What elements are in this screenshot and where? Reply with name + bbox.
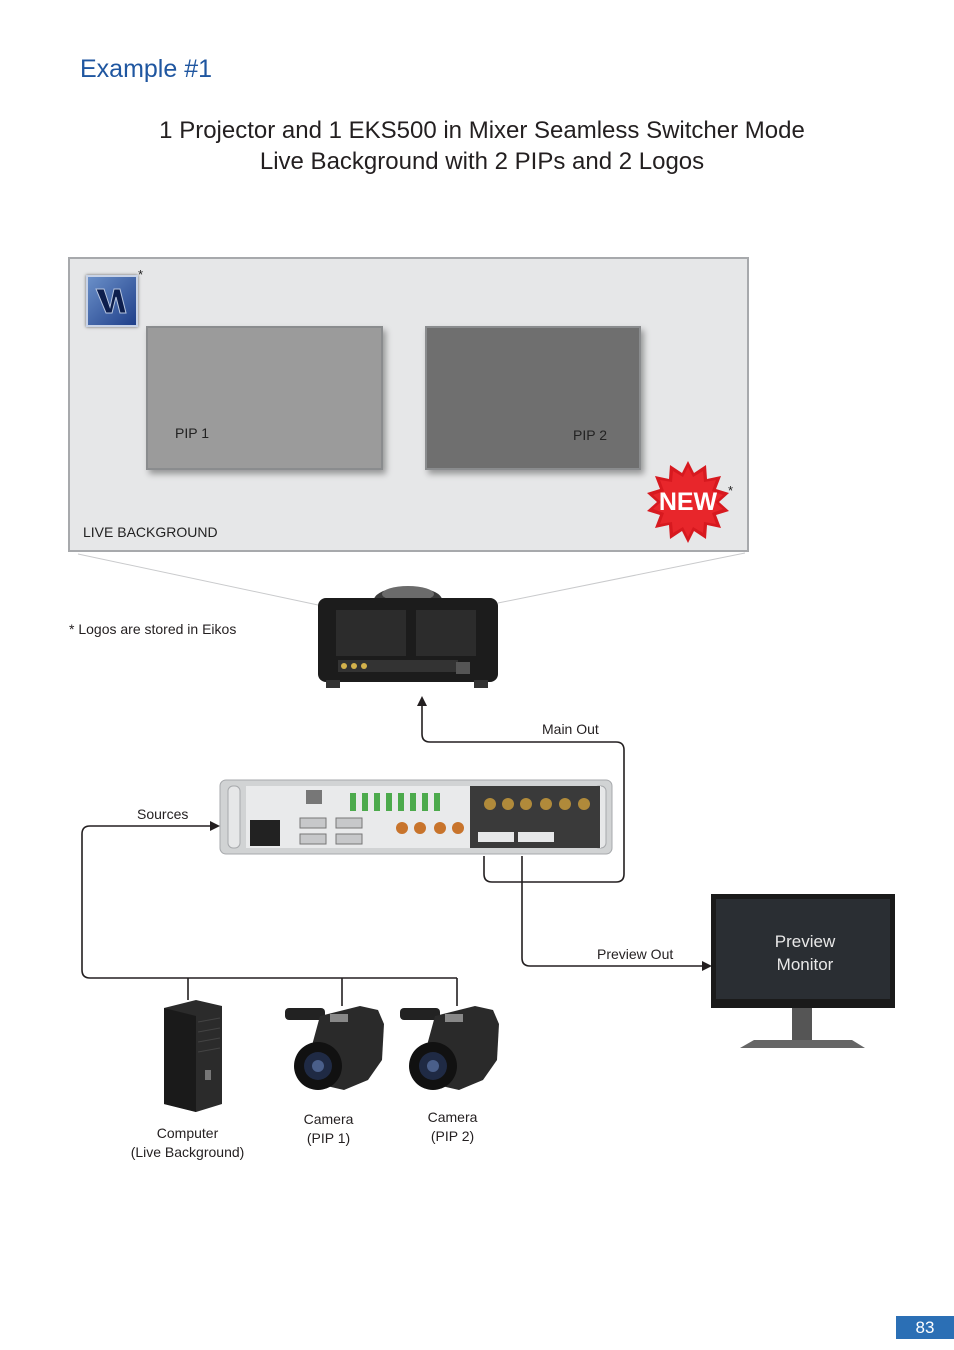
logos-note: * Logos are stored in Eikos: [69, 621, 237, 637]
camera-pip1-icon: [285, 1006, 384, 1090]
main-out-label: Main Out: [542, 721, 599, 737]
preview-monitor-text: Preview Monitor: [716, 930, 894, 976]
preview-out-arrow-icon: [702, 961, 712, 971]
preview-out-label: Preview Out: [597, 946, 674, 962]
main-out-arrow-icon: [417, 696, 427, 706]
main-out-cable: [421, 702, 625, 883]
cables: [81, 702, 704, 1006]
pip-1-window: PIP 1: [146, 326, 383, 470]
projector-icon: [318, 586, 498, 688]
sources-cable: [81, 825, 457, 979]
camera-pip2-label-line-1: Camera: [427, 1109, 478, 1125]
computer-label-line-2: (Live Background): [130, 1144, 245, 1160]
projected-screen: * PIP 1 PIP 2 NEW * LIVE BACKGROUND: [68, 257, 749, 552]
sources-arrow-icon: [210, 821, 220, 831]
logo-mark-icon: [95, 288, 127, 314]
new-asterisk: *: [728, 483, 734, 498]
preview-out-cable: [521, 856, 704, 967]
eks500-switcher-icon: [219, 779, 613, 855]
heading-line-1: 1 Projector and 1 EKS500 in Mixer Seamle…: [159, 117, 805, 144]
analog-way-logo-icon: [86, 275, 138, 327]
computer-label: Computer (Live Background): [120, 1124, 255, 1162]
live-background-label: LIVE BACKGROUND: [83, 524, 218, 540]
projection-line-left: [77, 553, 319, 606]
camera-pip2-icon: [400, 1006, 499, 1090]
preview-monitor-line-1: Preview: [774, 932, 836, 951]
camera-pip2-label: Camera (PIP 2): [410, 1108, 495, 1146]
camera-pip1-label-line-1: Camera: [303, 1111, 354, 1127]
new-badge-icon: NEW: [647, 461, 729, 543]
computer-tower-icon: [164, 1000, 222, 1112]
pip-2-label: PIP 2: [573, 427, 607, 443]
computer-label-line-1: Computer: [156, 1125, 219, 1141]
preview-monitor-line-2: Monitor: [776, 955, 834, 974]
heading-line-2: Live Background with 2 PIPs and 2 Logos: [259, 148, 705, 175]
pip-2-window: PIP 2: [425, 326, 641, 470]
camera-pip1-label: Camera (PIP 1): [286, 1110, 371, 1148]
pip-1-label: PIP 1: [175, 425, 209, 441]
new-badge-text: NEW: [659, 488, 718, 516]
camera-pip2-label-line-2: (PIP 2): [430, 1128, 475, 1144]
page-number: 83: [896, 1316, 954, 1339]
logo-asterisk: *: [138, 267, 144, 282]
example-title: Example #1: [80, 55, 213, 83]
projection-line-right: [497, 552, 746, 604]
preview-monitor-icon: [711, 894, 895, 1048]
sources-label: Sources: [137, 806, 189, 822]
camera-pip1-label-line-2: (PIP 1): [306, 1130, 351, 1146]
